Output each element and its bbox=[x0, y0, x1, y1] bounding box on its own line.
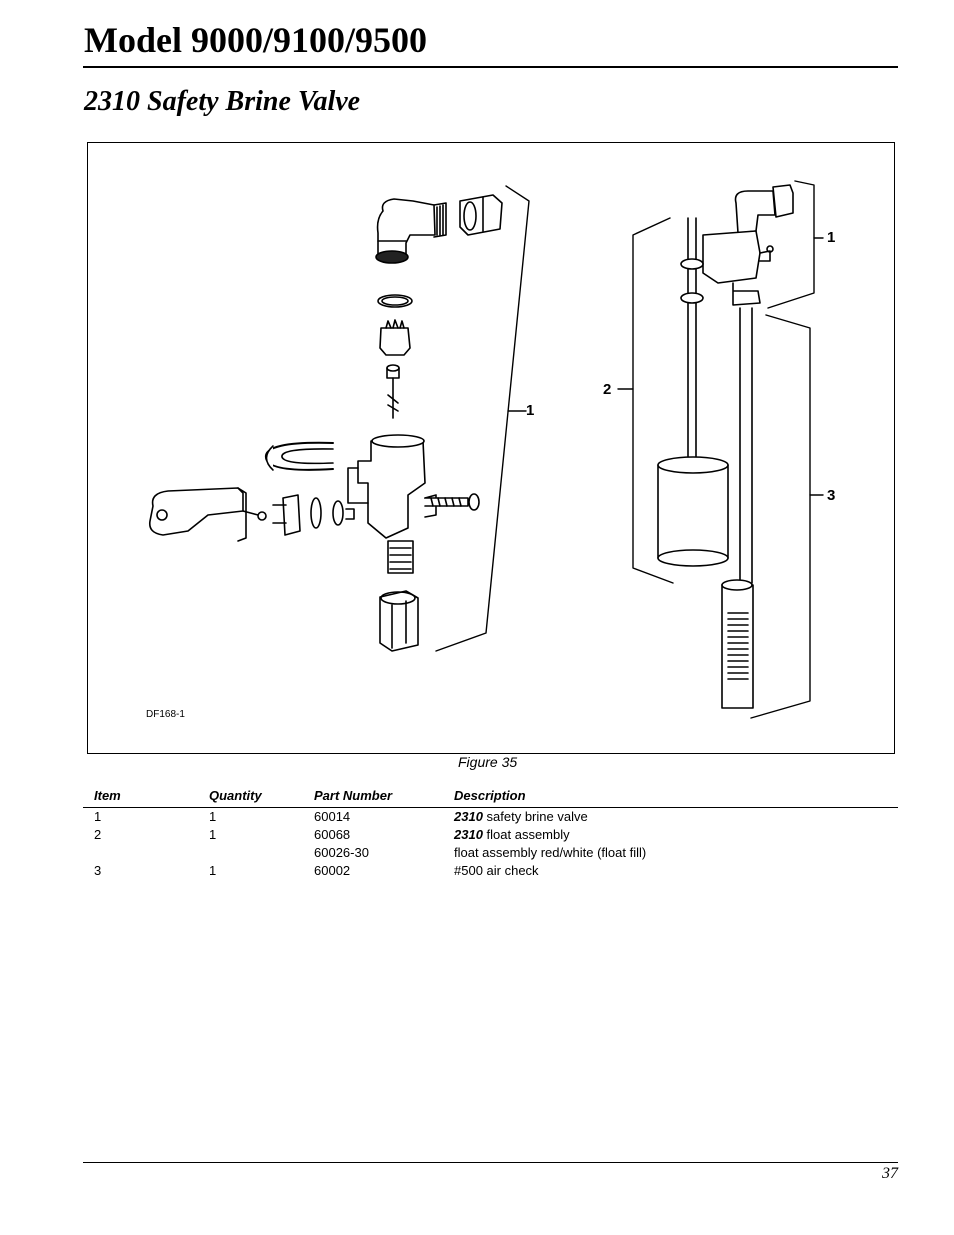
float-cylinder bbox=[657, 456, 729, 567]
o-ring bbox=[377, 294, 413, 308]
elbow-fitting bbox=[375, 198, 447, 264]
table-header-row: Item Quantity Part Number Description bbox=[83, 785, 898, 808]
column-header-item: Item bbox=[83, 785, 209, 808]
compression-nut-top bbox=[459, 194, 503, 236]
quantity-cell: 1 bbox=[209, 809, 217, 824]
page-number: 37 bbox=[882, 1165, 898, 1182]
float-valve-head bbox=[702, 184, 794, 306]
parts-table: Item Quantity Part Number Description 1 … bbox=[83, 785, 898, 880]
float-rod bbox=[687, 217, 697, 459]
section-title: 2310 Safety Brine Valve bbox=[84, 86, 361, 117]
description-cell: float assembly red/white (float fill) bbox=[454, 844, 898, 862]
exploded-parts-figure: 1 1 2 3 DF168-1 bbox=[87, 142, 895, 754]
callout-item-3: 3 bbox=[827, 487, 836, 504]
title-divider bbox=[83, 66, 898, 68]
item-cell: 3 bbox=[94, 863, 102, 878]
callout-item-2: 2 bbox=[603, 381, 612, 398]
callout-item-1-right: 1 bbox=[827, 229, 836, 246]
table-row: 60026-30 float assembly red/white (float… bbox=[83, 844, 898, 862]
item-cell: 2 bbox=[94, 827, 102, 842]
description-cell: 2310 float assembly bbox=[454, 826, 898, 844]
item-cell: 1 bbox=[94, 809, 102, 824]
item-cell bbox=[83, 844, 209, 862]
valve-body bbox=[347, 434, 437, 574]
description-text: float assembly bbox=[482, 827, 570, 842]
description-model: 2310 bbox=[454, 827, 483, 842]
table-row: 2 1 60068 2310 float assembly bbox=[83, 826, 898, 844]
exploded-parts-drawing bbox=[148, 180, 824, 719]
column-header-description: Description bbox=[454, 785, 898, 808]
stem-and-float-valve bbox=[386, 364, 400, 419]
description-text: safety brine valve bbox=[482, 809, 588, 824]
bracket-item-2 bbox=[632, 217, 674, 584]
quantity-cell: 1 bbox=[209, 827, 217, 842]
drawing-code: DF168-1 bbox=[146, 709, 185, 720]
bracket-item-3 bbox=[750, 314, 811, 719]
check-valve-parts bbox=[272, 494, 355, 536]
table-row: 1 1 60014 2310 safety brine valve bbox=[83, 808, 898, 827]
quantity-cell bbox=[209, 844, 314, 862]
compression-nut-bottom bbox=[379, 590, 419, 652]
part-number-cell: 60026-30 bbox=[314, 845, 369, 860]
part-number-cell: 60068 bbox=[314, 827, 351, 842]
retaining-clip bbox=[264, 441, 334, 471]
brine-tube bbox=[739, 307, 753, 584]
figure-caption: Figure 35 bbox=[458, 754, 518, 770]
description-text: float assembly red/white (float fill) bbox=[454, 845, 647, 860]
adjustment-screw bbox=[424, 493, 480, 511]
column-header-quantity: Quantity bbox=[209, 785, 314, 808]
description-model: 2310 bbox=[454, 809, 483, 824]
part-number-cell: 60014 bbox=[314, 809, 351, 824]
air-check-assembly bbox=[721, 579, 754, 709]
part-number-cell: 60002 bbox=[314, 863, 351, 878]
column-header-part-number: Part Number bbox=[314, 785, 454, 808]
description-cell: 2310 safety brine valve bbox=[454, 808, 898, 827]
description-text: #500 air check bbox=[454, 863, 539, 878]
bracket-item-1-left bbox=[435, 185, 530, 652]
footer-divider bbox=[83, 1162, 898, 1163]
description-cell: #500 air check bbox=[454, 862, 898, 880]
quantity-cell: 1 bbox=[209, 863, 217, 878]
model-title: Model 9000/9100/9500 bbox=[84, 20, 427, 60]
bracket-item-1-right bbox=[767, 180, 815, 309]
callout-item-1-left: 1 bbox=[526, 402, 535, 419]
seat-insert bbox=[379, 319, 411, 356]
lever-arm bbox=[148, 487, 267, 542]
table-row: 3 1 60002 #500 air check bbox=[83, 862, 898, 880]
rod-collars bbox=[680, 258, 704, 304]
